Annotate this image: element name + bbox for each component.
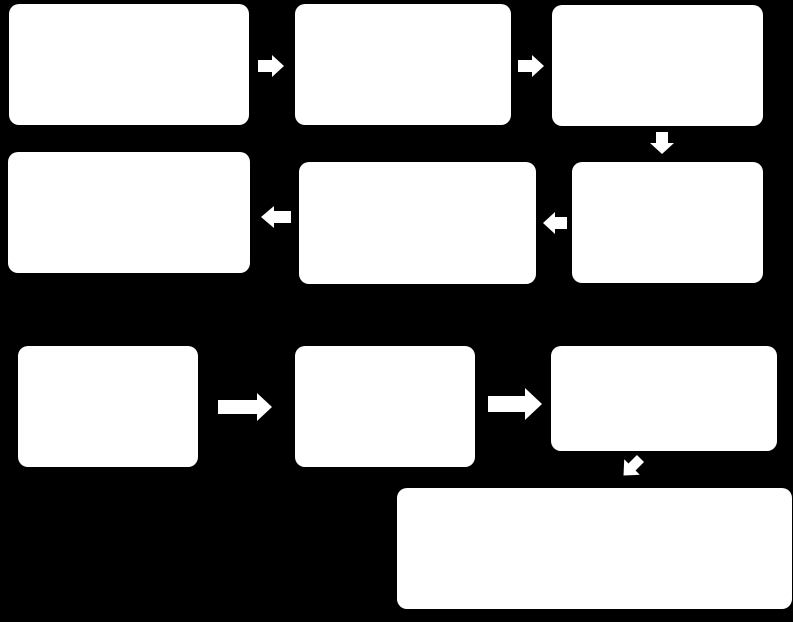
arrow-left-icon [543, 212, 567, 234]
process-box-5 [299, 162, 536, 284]
process-box-1 [9, 4, 249, 125]
arrow-right-icon [258, 55, 284, 77]
process-box-9 [551, 346, 777, 451]
process-box-10 [397, 488, 792, 609]
arrow-right-icon [218, 393, 272, 421]
process-box-7 [18, 346, 198, 467]
process-box-3 [552, 5, 763, 126]
arrow-down-icon [650, 132, 674, 154]
arrow-left-icon [261, 206, 291, 228]
process-box-6 [8, 152, 250, 273]
arrow-right-icon [518, 55, 544, 77]
process-box-2 [295, 4, 511, 125]
process-box-4 [572, 162, 763, 283]
arrow-right-icon [488, 388, 542, 420]
process-box-8 [295, 346, 475, 467]
arrow-down-left-icon [623, 454, 645, 476]
